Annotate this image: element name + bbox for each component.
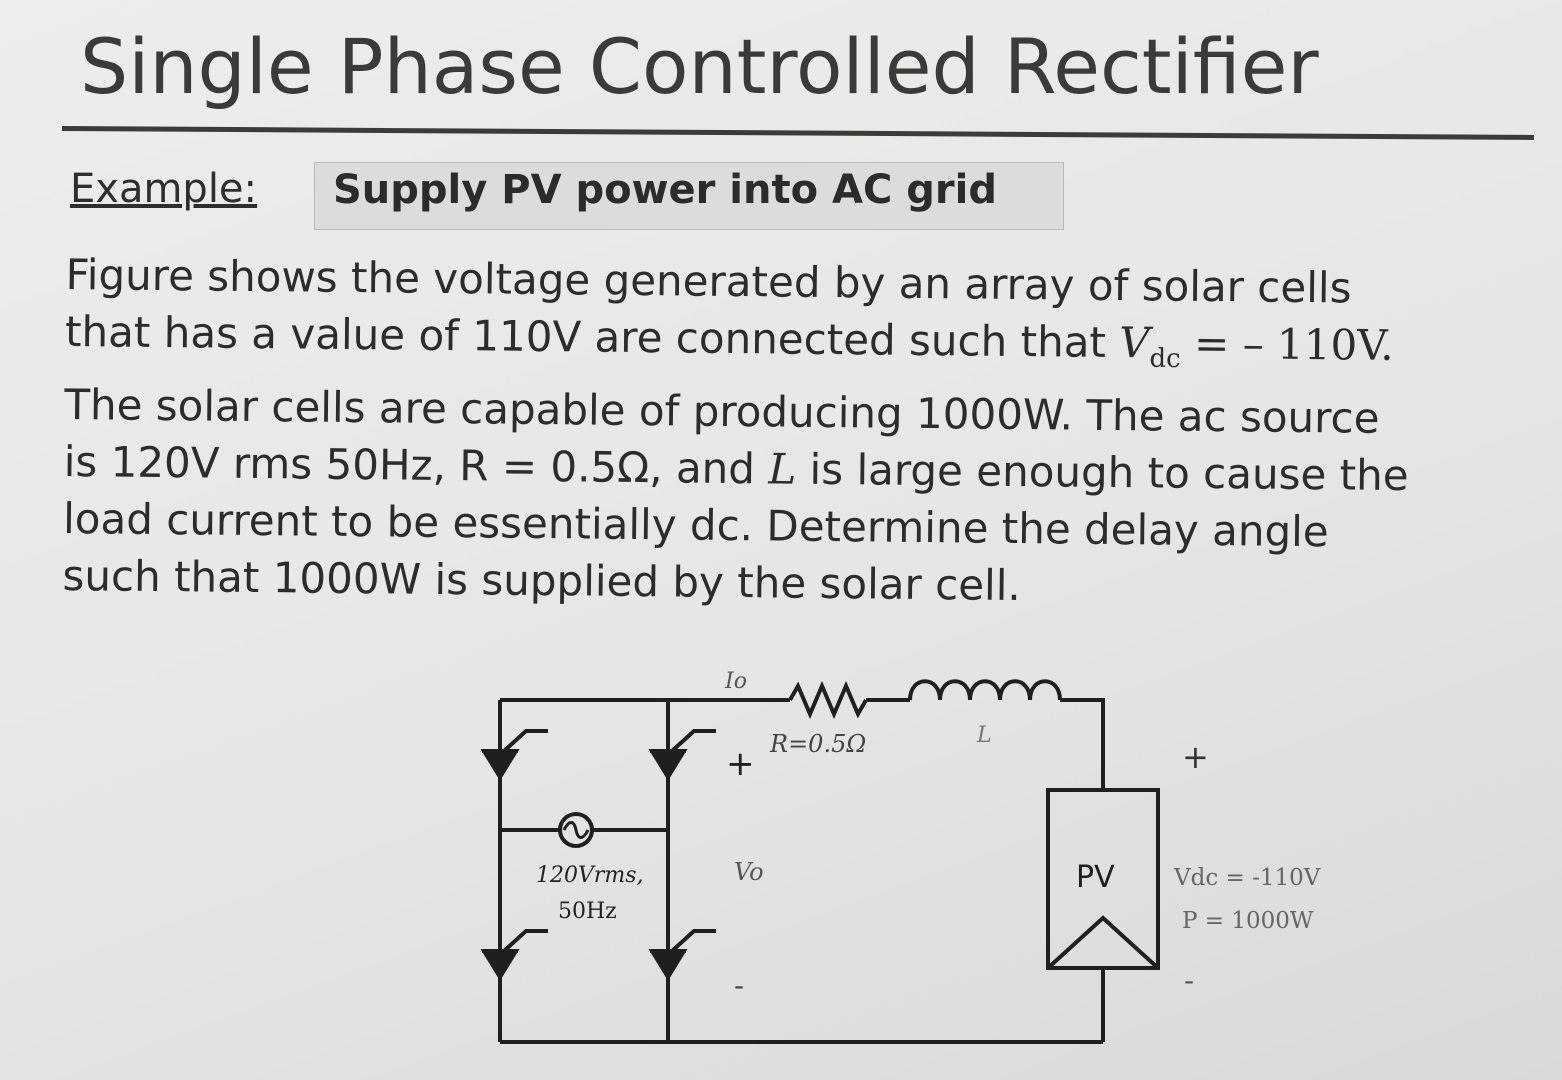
pv-module-icon [1046,788,1160,970]
resistor-label: R=0.5Ω [769,730,866,758]
pv-minus-sign: - [1184,964,1194,997]
problem-line-4-text-a: is 120V rms 50Hz, R = 0.5Ω, and [63,437,769,494]
thyristor-t4 [480,929,548,981]
inductor [908,679,1062,701]
vdc-variable: V [1119,318,1150,368]
slide-title: Single Phase Controlled Rectifier [80,22,1319,111]
power-label: P = 1000W [1182,908,1314,934]
pv-plus-sign: + [1182,738,1209,776]
vdc-subscript: dc [1149,343,1181,375]
inductor-label: L [976,723,992,748]
vdc-value: = – 110V. [1180,318,1394,370]
current-label: Io [724,669,747,694]
source-voltage-label: 120Vrms, [536,863,644,888]
example-label: Example: [70,166,258,212]
pv-label: PV [1076,860,1115,895]
thyristor-t1 [480,729,548,781]
vo-plus-sign: + [726,744,755,784]
vdc-label: Vdc = -110V [1173,865,1321,891]
example-heading: Supply PV power into AC grid [333,167,997,213]
problem-line-4-text-b: is large enough to cause the [795,445,1409,501]
top-right-wire [1060,698,1105,790]
vo-label: Vo [734,858,764,886]
example-row: Example: Supply PV power into AC grid [70,162,1070,232]
resistor [788,680,868,720]
problem-line-2-text: that has a value of 110V are connected s… [64,306,1120,368]
thyristor-t2 [648,929,716,981]
source-frequency-label: 50Hz [558,899,617,924]
rectifier-circuit-diagram: Io R=0.5Ω L + Vo - 120Vrms, 50Hz PV + Vd… [480,669,1321,1044]
ac-source-icon [558,812,594,848]
title-underline [61,126,1534,140]
vo-minus-sign: - [734,969,744,1002]
inductor-variable: L [768,444,797,495]
problem-statement: Figure shows the voltage generated by an… [62,246,1516,620]
example-heading-box: Supply PV power into AC grid [314,162,1064,230]
thyristor-t3 [648,729,716,781]
